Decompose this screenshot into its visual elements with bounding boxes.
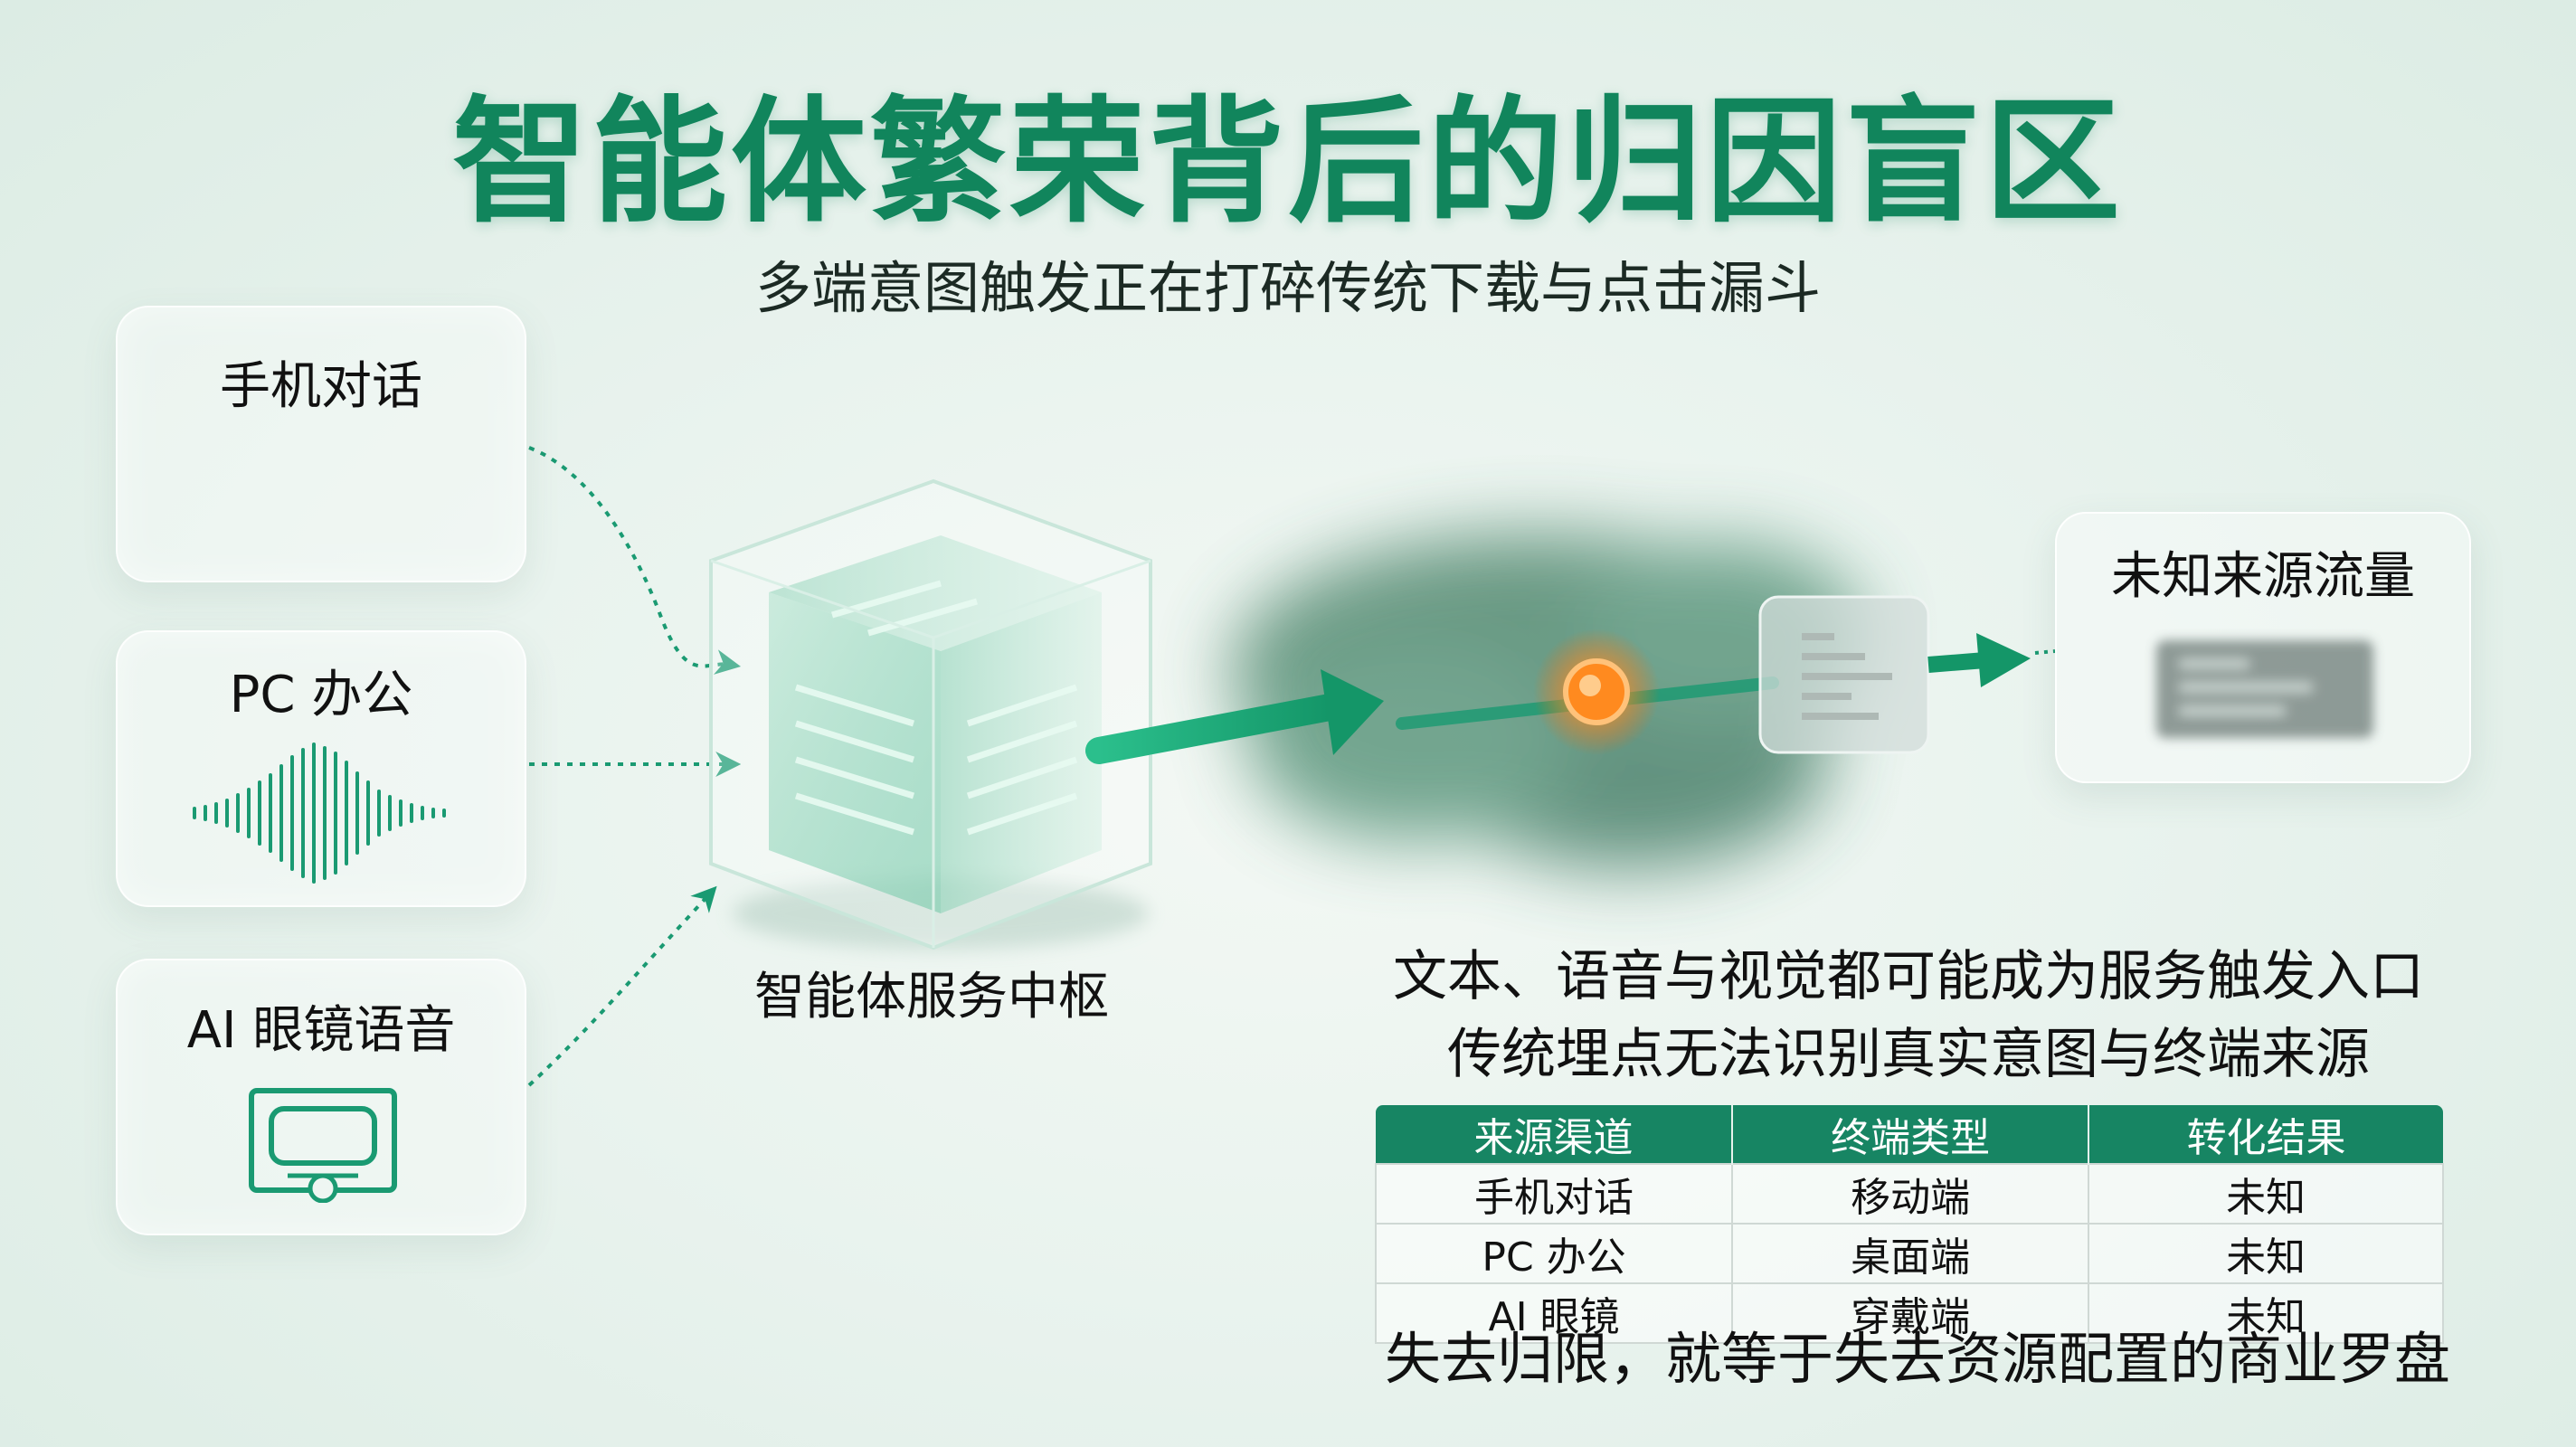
glass-cube-icon [709, 478, 1152, 950]
table-header-result: 转化结果 [2088, 1105, 2443, 1164]
table-cell: AI 眼镜 [1374, 1282, 1734, 1344]
footer-statement: 失去归限，就等于失去资源配置的商业罗盘 [1384, 1326, 2450, 1392]
attribution-glow-icon [1533, 629, 1660, 755]
unknown-flow-arrowhead [1976, 633, 2031, 687]
source-card-glasses: AI 眼镜语音 [116, 959, 526, 1235]
source-card-pc: PC 办公 [116, 630, 526, 907]
attribution-table: 来源渠道 终端类型 转化结果 手机对话 移动端 未知 PC 办公 桌面端 未知 … [1374, 1105, 2444, 1344]
table-row: PC 办公 桌面端 未知 [1374, 1223, 2444, 1284]
document-tile-icon [1758, 595, 1930, 754]
table-header-device: 终端类型 [1731, 1105, 2089, 1164]
unknown-dotted-tail [2034, 649, 2056, 655]
page-subtitle: 多端意图触发正在打碎传统下载与点击漏斗 [754, 255, 1821, 321]
table-cell: 移动端 [1731, 1163, 2090, 1225]
unknown-flow-arrow [1927, 652, 1986, 673]
table-row: AI 眼镜 穿戴端 未知 [1374, 1282, 2444, 1344]
waveform-icon [193, 742, 446, 884]
table-cell: 手机对话 [1374, 1163, 1734, 1225]
table-cell: 未知 [2088, 1282, 2444, 1344]
table-cell: 未知 [2088, 1223, 2444, 1284]
unknown-source-label: 未知来源流量 [2111, 547, 2415, 606]
main-flow-arrowhead [1321, 669, 1384, 755]
table-cell: 桌面端 [1731, 1223, 2090, 1284]
connector-glasses [527, 885, 717, 1087]
table-header-channel: 来源渠道 [1376, 1105, 1733, 1164]
unknown-source-card: 未知来源流量 [2055, 512, 2471, 783]
source-card-phone: 手机对话 [116, 306, 526, 582]
hub-label: 智能体服务中枢 [754, 968, 1109, 1026]
main-flow-arrow [1085, 694, 1343, 764]
note-line-1: 文本、语音与视觉都可能成为服务触发入口 [1393, 945, 2424, 1008]
blurred-dashboard-icon [2156, 640, 2373, 738]
source-label-phone: 手机对话 [220, 357, 422, 416]
table-cell: 穿戴端 [1731, 1282, 2090, 1344]
table-header-row: 来源渠道 终端类型 转化结果 [1376, 1105, 2443, 1164]
connector-phone [528, 446, 742, 675]
source-label-glasses: AI 眼镜语音 [186, 1001, 456, 1060]
page-title: 智能体繁荣背后的归因盲区 [451, 84, 2124, 241]
ar-glasses-icon [249, 1088, 397, 1203]
table-cell: PC 办公 [1374, 1223, 1734, 1284]
table-row: 手机对话 移动端 未知 [1374, 1163, 2444, 1225]
source-label-pc: PC 办公 [229, 666, 413, 724]
note-line-2: 传统埋点无法识别真实意图与终端来源 [1447, 1023, 2370, 1086]
table-cell: 未知 [2088, 1163, 2444, 1225]
